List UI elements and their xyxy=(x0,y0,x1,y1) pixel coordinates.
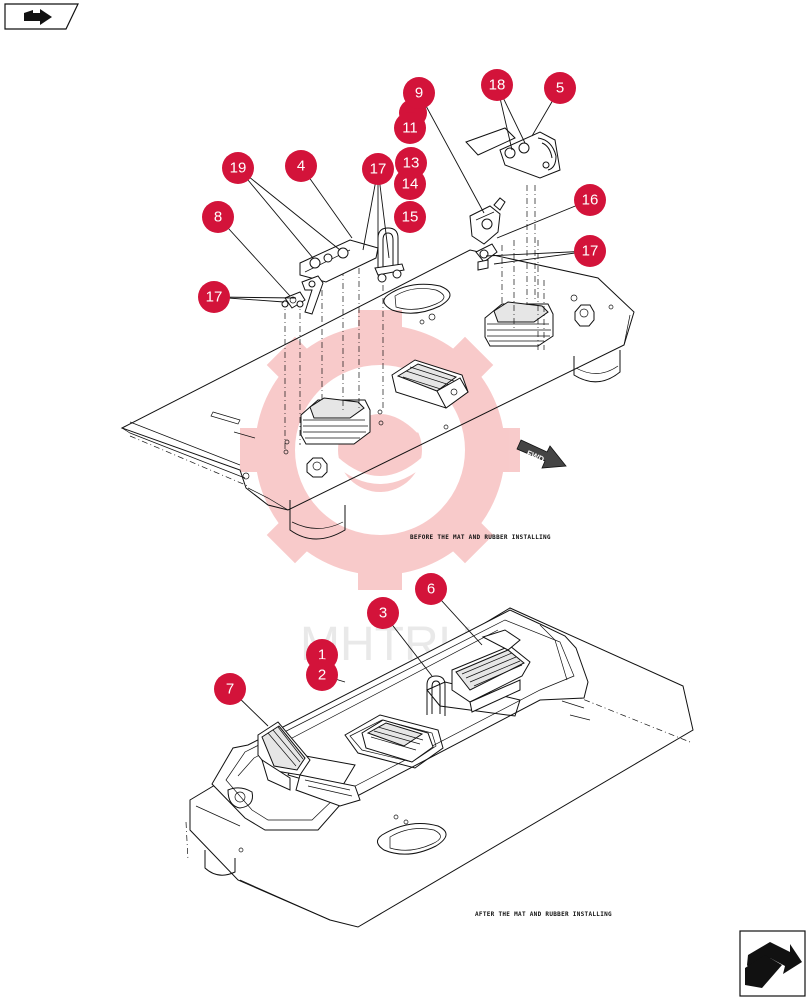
watermark-gear-icon xyxy=(240,310,520,590)
callout-19[interactable]: 19 xyxy=(222,152,254,184)
callout-14[interactable]: 14 xyxy=(394,168,426,200)
pedal-left xyxy=(257,721,361,807)
callout-7[interactable]: 7 xyxy=(214,673,246,705)
caption-after-install: AFTER THE MAT AND RUBBER INSTALLING xyxy=(475,911,612,918)
callout-3[interactable]: 3 xyxy=(367,597,399,629)
damper-pad-right xyxy=(484,301,554,347)
callout-2[interactable]: 2 xyxy=(306,659,338,691)
caption-before-install: BEFORE THE MAT AND RUBBER INSTALLING xyxy=(410,534,551,541)
callout-5[interactable]: 5 xyxy=(544,72,576,104)
svg-text:18: 18 xyxy=(489,77,506,94)
svg-text:11: 11 xyxy=(402,120,418,137)
svg-text:16: 16 xyxy=(582,192,599,209)
svg-text:17: 17 xyxy=(206,289,223,306)
top-nav-button[interactable] xyxy=(4,3,79,30)
callouts: 18 5 9 11 13 14 15 19 xyxy=(198,69,606,705)
control-box-bottom xyxy=(361,719,434,763)
floor-plate-before xyxy=(120,249,635,540)
callout-6[interactable]: 6 xyxy=(415,573,447,605)
control-box-center xyxy=(391,359,469,409)
callout-8[interactable]: 8 xyxy=(202,201,234,233)
svg-text:2: 2 xyxy=(318,667,326,684)
svg-text:14: 14 xyxy=(402,176,419,193)
svg-text:5: 5 xyxy=(556,80,564,97)
svg-text:7: 7 xyxy=(226,681,234,698)
pedal-bracket-left xyxy=(281,227,405,315)
svg-text:15: 15 xyxy=(402,209,419,226)
svg-text:8: 8 xyxy=(214,209,222,226)
svg-text:9: 9 xyxy=(415,85,423,102)
svg-text:17: 17 xyxy=(582,243,599,260)
callout-15[interactable]: 15 xyxy=(394,201,426,233)
callout-11[interactable]: 11 xyxy=(394,112,426,144)
svg-text:6: 6 xyxy=(427,581,435,598)
callout-17-left[interactable]: 17 xyxy=(198,281,230,313)
pedal-bracket-right xyxy=(465,127,561,271)
svg-text:1: 1 xyxy=(318,647,326,664)
alignment-lines xyxy=(284,185,545,450)
pedal-right xyxy=(451,629,531,713)
callout-17-top[interactable]: 17 xyxy=(362,153,394,185)
damper-pad-left xyxy=(300,397,371,445)
svg-text:4: 4 xyxy=(297,158,305,175)
callout-16[interactable]: 16 xyxy=(574,184,606,216)
callout-18[interactable]: 18 xyxy=(481,69,513,101)
svg-text:17: 17 xyxy=(370,161,387,178)
floor-plate-after xyxy=(185,607,694,928)
fwd-direction-arrow: FWD xyxy=(516,439,567,469)
callout-4[interactable]: 4 xyxy=(285,150,317,182)
callout-17-right[interactable]: 17 xyxy=(574,235,606,267)
next-page-icon xyxy=(745,942,802,988)
next-page-button[interactable] xyxy=(739,930,806,997)
svg-text:19: 19 xyxy=(230,160,247,177)
svg-text:3: 3 xyxy=(379,605,387,622)
navigation-arrow-icon xyxy=(24,9,52,25)
svg-text:13: 13 xyxy=(403,155,420,172)
